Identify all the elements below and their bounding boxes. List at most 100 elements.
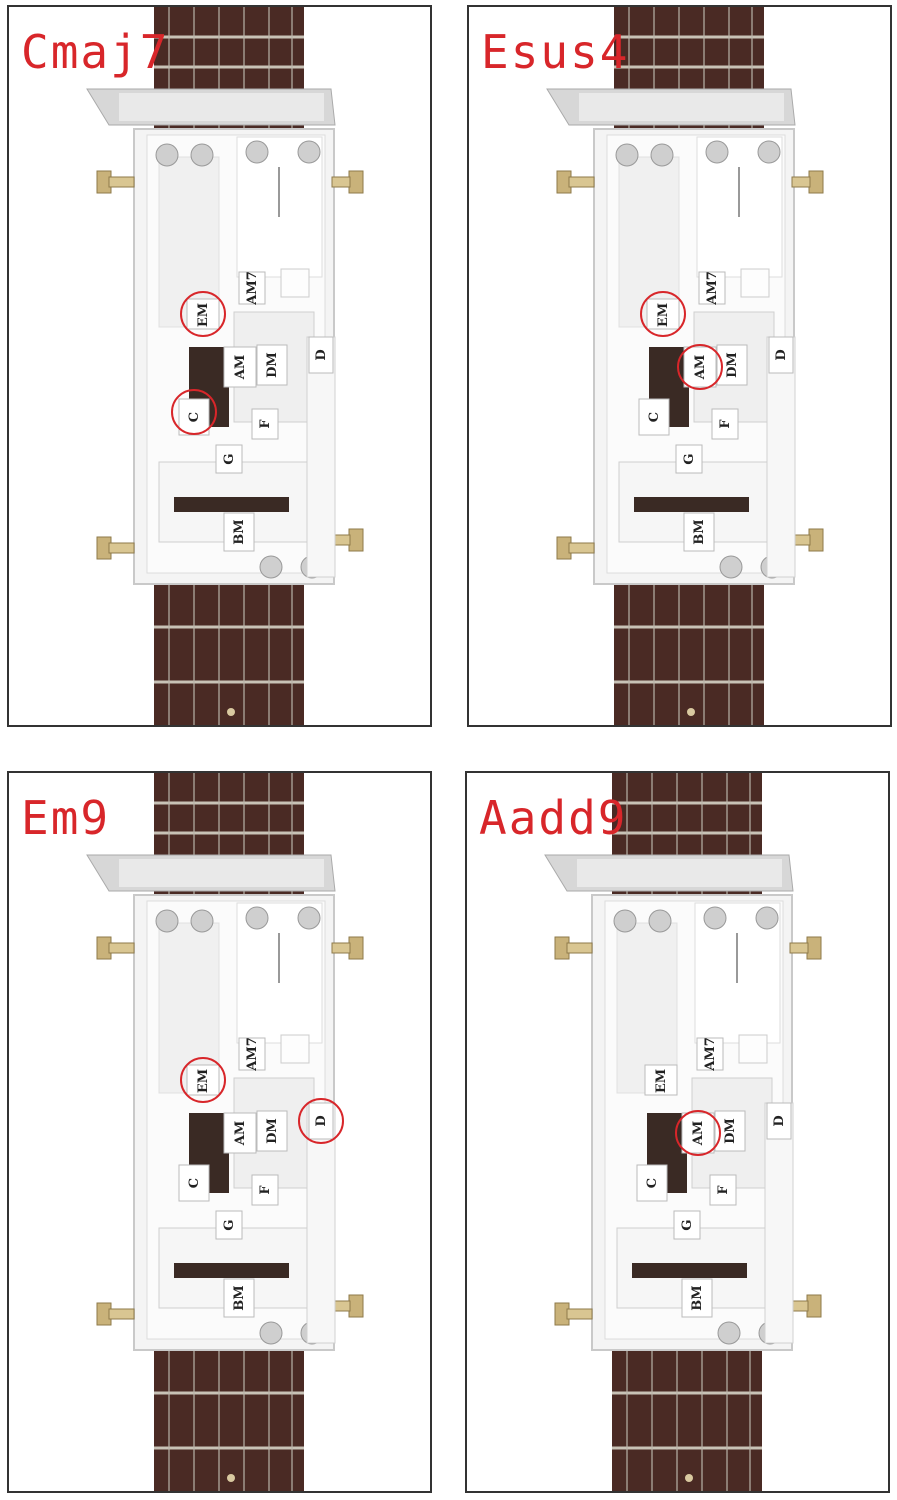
highlight-d: [298, 1098, 344, 1144]
highlight-em: [180, 291, 226, 337]
svg-text:C: C: [645, 1178, 660, 1188]
svg-text:G: G: [682, 453, 697, 464]
highlight-circles: [640, 291, 723, 390]
top-screws: [155, 140, 321, 167]
brass-screws: [556, 170, 824, 560]
key-am7: AM7: [696, 1037, 724, 1072]
key-em: EM: [186, 1064, 220, 1096]
chord-trainer-illustration: AM7 EM AM DM D C: [86, 773, 364, 1491]
chord-panel-3: Aadd9: [465, 771, 890, 1493]
svg-text:AM: AM: [691, 1121, 706, 1146]
highlight-circles: [171, 291, 226, 435]
chord-title: Cmaj7: [21, 25, 170, 79]
brass-screws: [554, 936, 822, 1326]
frets: [614, 35, 764, 684]
svg-text:G: G: [680, 1219, 695, 1230]
svg-text:AM: AM: [233, 355, 248, 380]
key-d: D: [308, 1102, 334, 1140]
chord-panel-1: Esus4: [467, 5, 892, 727]
svg-text:G: G: [222, 453, 237, 464]
top-screws: [615, 140, 781, 167]
svg-text:G: G: [222, 1219, 237, 1230]
key-f: F: [711, 408, 739, 440]
highlight-c: [171, 389, 217, 435]
key-g: G: [215, 1210, 243, 1240]
svg-text:DM: DM: [265, 1118, 280, 1144]
svg-text:DM: DM: [265, 352, 280, 378]
highlight-am: [675, 1110, 721, 1156]
key-em: EM: [644, 1064, 678, 1096]
frets: [154, 35, 304, 684]
svg-text:AM7: AM7: [705, 271, 720, 306]
svg-text:DM: DM: [723, 1118, 738, 1144]
svg-text:BM: BM: [232, 1285, 247, 1310]
svg-text:D: D: [314, 349, 329, 360]
highlight-am: [677, 344, 723, 390]
highlight-circles: [675, 1110, 721, 1156]
svg-text:D: D: [772, 1115, 787, 1126]
key-bm: BM: [223, 512, 255, 552]
highlight-circles: [180, 1057, 344, 1144]
top-screws: [155, 906, 321, 933]
svg-text:D: D: [774, 349, 789, 360]
key-g: G: [215, 444, 243, 474]
fret-marker: [227, 1474, 235, 1482]
key-d: D: [308, 336, 334, 374]
chord-panel-0: Cmaj7: [7, 5, 432, 727]
key-bm: BM: [223, 1278, 255, 1318]
key-am7: AM7: [698, 271, 726, 306]
svg-text:BM: BM: [692, 519, 707, 544]
brass-screws: [96, 936, 364, 1326]
fret-marker: [685, 1474, 693, 1482]
svg-text:EM: EM: [654, 1069, 669, 1093]
top-screws: [613, 906, 779, 933]
svg-text:F: F: [718, 419, 733, 429]
frets: [612, 801, 762, 1450]
key-dm: DM: [256, 1110, 288, 1152]
svg-text:F: F: [258, 1185, 273, 1195]
svg-text:C: C: [187, 412, 202, 422]
svg-text:AM7: AM7: [245, 1037, 260, 1072]
key-em: EM: [186, 298, 220, 330]
svg-text:BM: BM: [232, 519, 247, 544]
key-am: AM: [223, 1112, 257, 1154]
key-am: AM: [681, 1112, 715, 1154]
svg-text:D: D: [314, 1115, 329, 1126]
key-am7: AM7: [238, 271, 266, 306]
svg-text:AM: AM: [693, 355, 708, 380]
fret-marker: [227, 708, 235, 716]
svg-text:C: C: [187, 1178, 202, 1188]
highlight-em: [640, 291, 686, 337]
chord-trainer-illustration: AM7 EM AM DM D C: [544, 773, 822, 1491]
fret-marker: [687, 708, 695, 716]
key-dm: DM: [256, 344, 288, 386]
svg-text:AM7: AM7: [703, 1037, 718, 1072]
key-am7: AM7: [238, 1037, 266, 1072]
key-c: C: [636, 1164, 668, 1202]
highlight-em: [180, 1057, 226, 1103]
key-f: F: [251, 1174, 279, 1206]
key-f: F: [709, 1174, 737, 1206]
chord-title: Aadd9: [479, 791, 628, 845]
key-d: D: [766, 1102, 792, 1140]
key-f: F: [251, 408, 279, 440]
key-g: G: [673, 1210, 701, 1240]
svg-text:DM: DM: [725, 352, 740, 378]
chord-panel-2: Em9: [7, 771, 432, 1493]
chord-title: Esus4: [481, 25, 630, 79]
chord-trainer-illustration: AM7 EM AM DM D C: [546, 7, 824, 725]
key-em: EM: [646, 298, 680, 330]
key-am: AM: [223, 346, 257, 388]
svg-text:AM: AM: [233, 1121, 248, 1146]
key-g: G: [675, 444, 703, 474]
key-bm: BM: [681, 1278, 713, 1318]
svg-text:EM: EM: [196, 1069, 211, 1093]
svg-text:C: C: [647, 412, 662, 422]
svg-text:BM: BM: [690, 1285, 705, 1310]
key-bm: BM: [683, 512, 715, 552]
key-d: D: [768, 336, 794, 374]
svg-text:EM: EM: [656, 303, 671, 327]
chord-trainer-illustration: AM7 EM AM DM D C: [86, 7, 364, 725]
brass-screws: [96, 170, 364, 560]
frets: [154, 801, 304, 1450]
